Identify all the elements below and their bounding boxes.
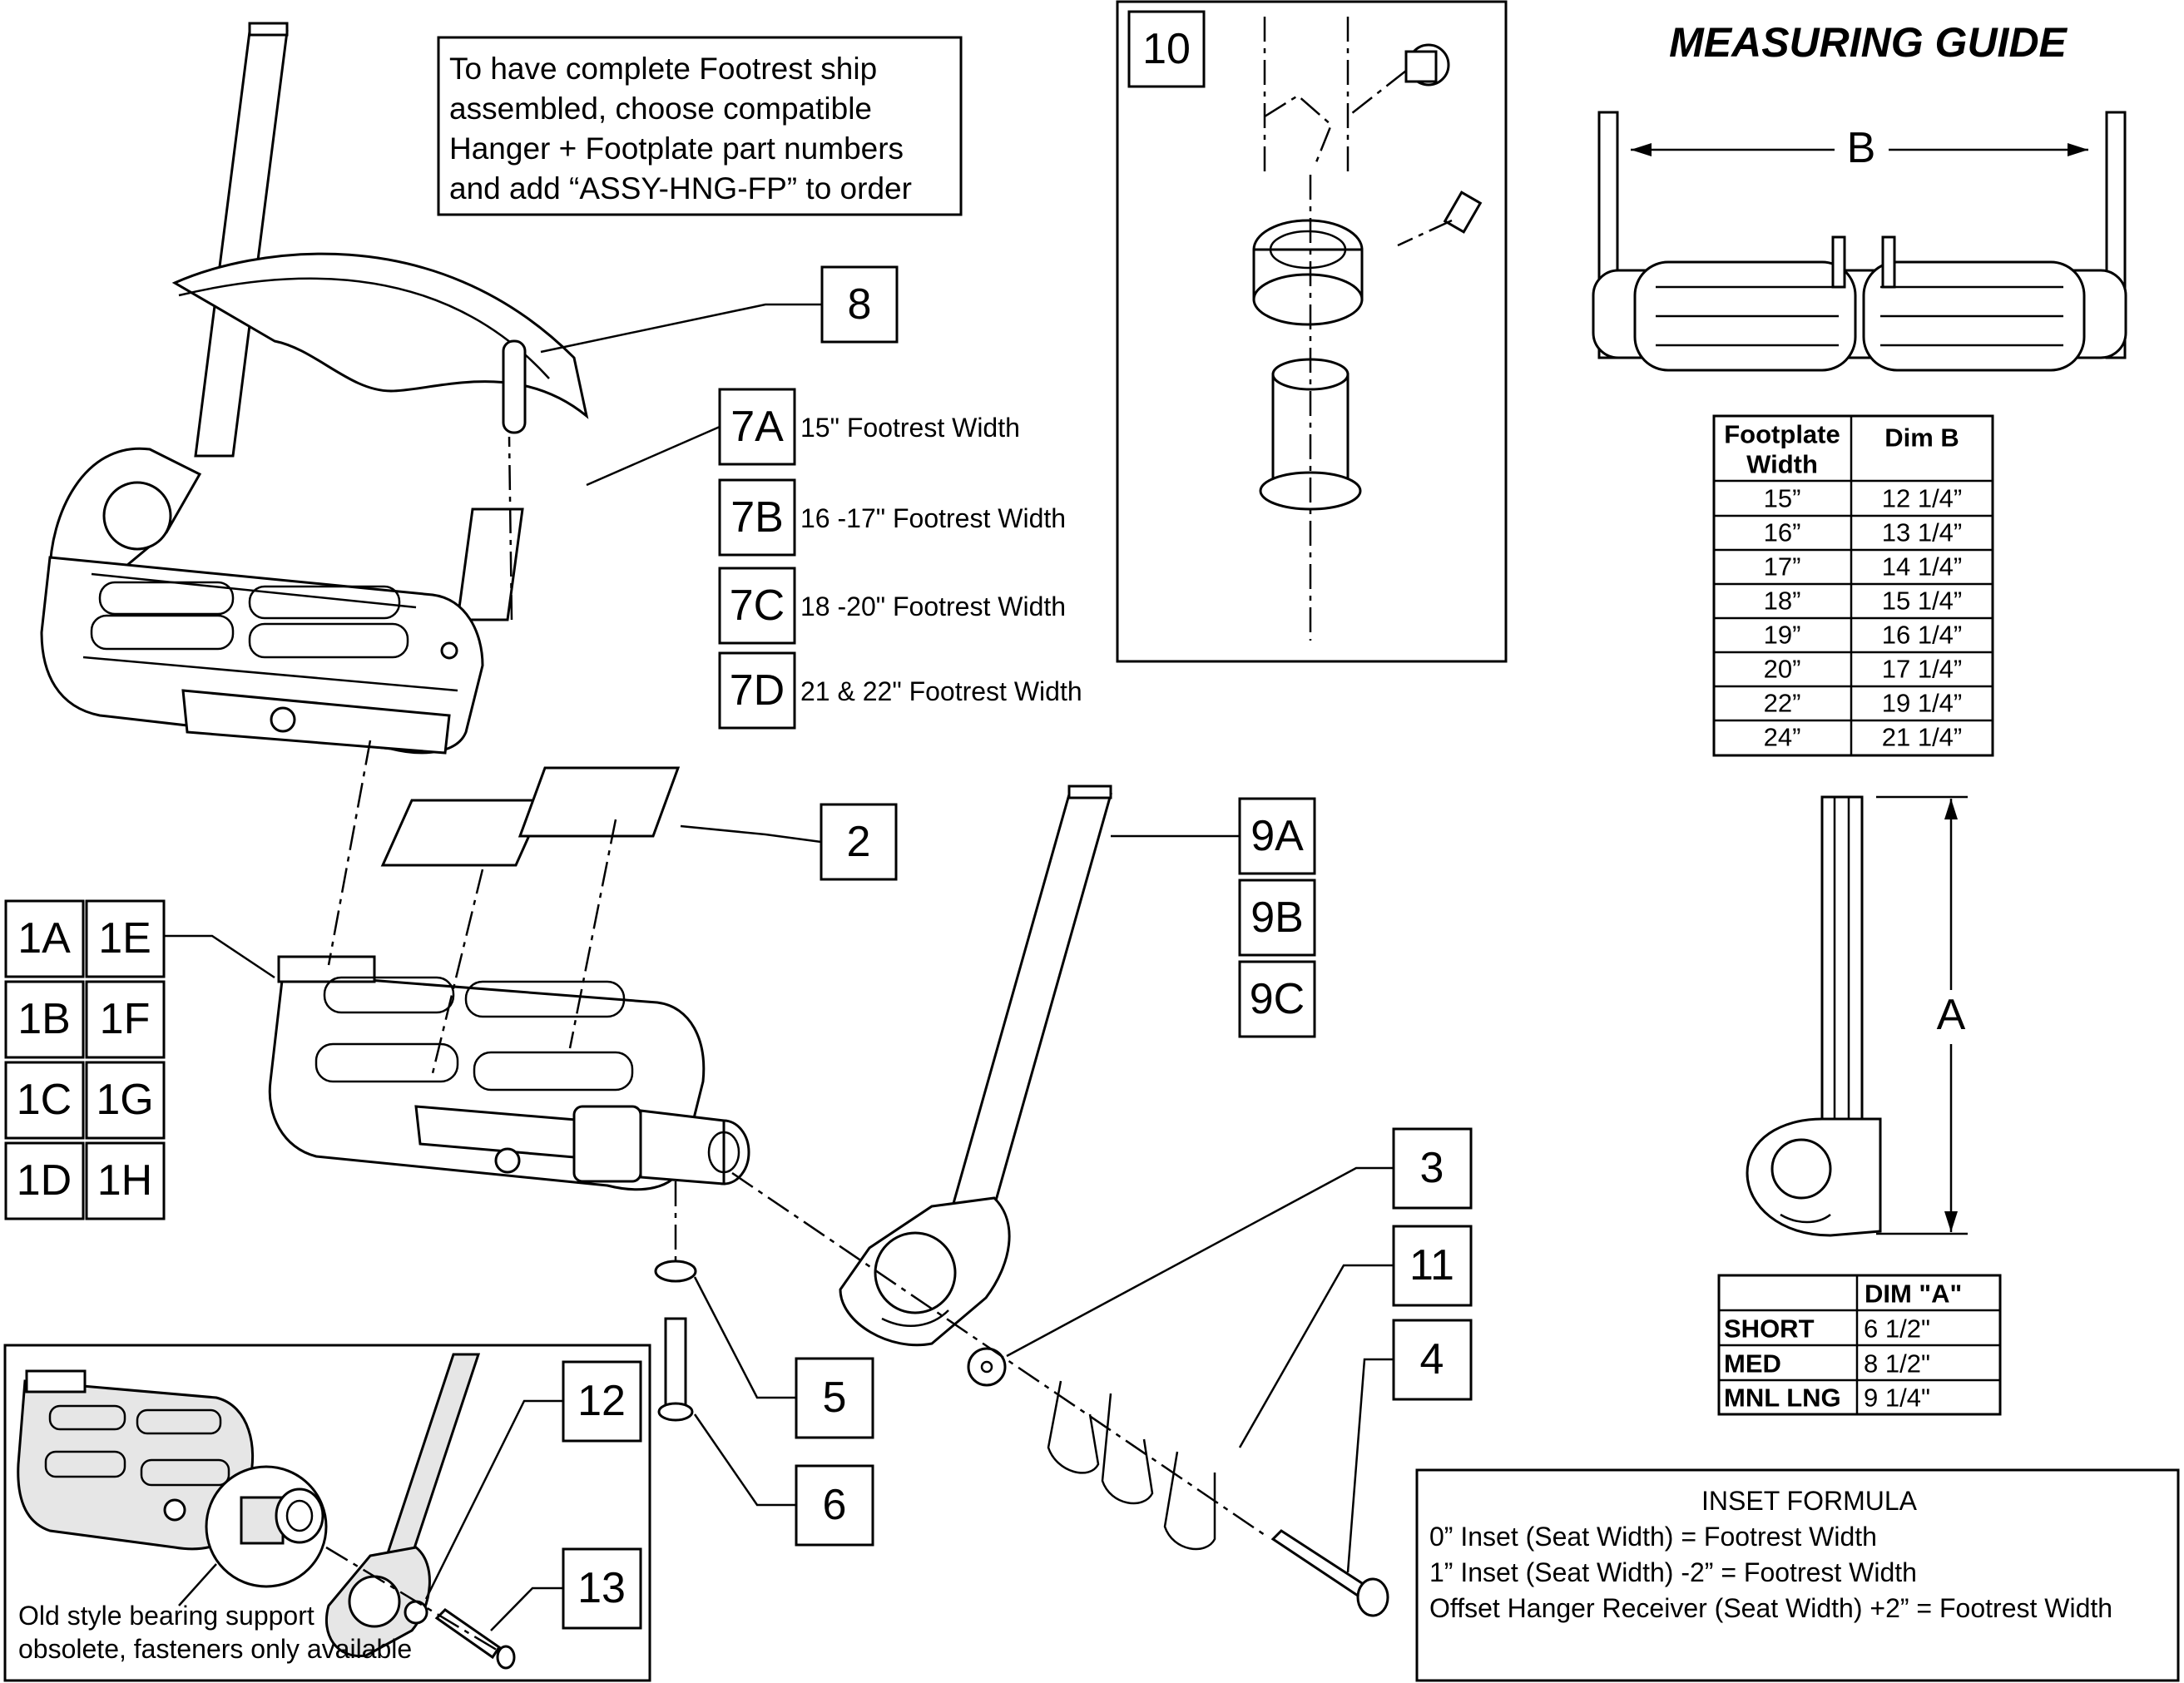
old-style-note-line-1: Old style bearing support: [18, 1601, 314, 1631]
callout-9c: 9C: [1250, 975, 1305, 1023]
callout-1f: 1F: [100, 995, 151, 1043]
dim-b-header-footplate-line-2: Width: [1746, 450, 1818, 479]
dim-b-row-6-width: 20”: [1764, 655, 1801, 684]
callout-1d: 1D: [17, 1156, 72, 1205]
inset-formula-title: INSET FORMULA: [1701, 1486, 1918, 1516]
inset-formula-box: INSET FORMULA 0” Inset (Seat Width) = Fo…: [1415, 1468, 2180, 1682]
callout-1b: 1B: [17, 995, 71, 1043]
dim-b-header-footplate-line-1: Footplate: [1724, 420, 1840, 449]
callout-1h: 1H: [97, 1156, 152, 1205]
callout-8: 8: [848, 280, 872, 329]
inset-formula-line-1: 0” Inset (Seat Width) = Footrest Width: [1429, 1522, 1877, 1552]
callout-4: 4: [1420, 1335, 1444, 1384]
assembly-note: To have complete Footrest ship assembled…: [437, 36, 963, 216]
callout-10: 10: [1142, 25, 1191, 73]
callout-12: 12: [577, 1377, 626, 1425]
dim-b-row-2-value: 13 1/4”: [1882, 518, 1963, 547]
dim-b-row-7-value: 19 1/4”: [1882, 689, 1963, 718]
callout-1g: 1G: [96, 1076, 153, 1124]
old-style-bearing-box: 12 13 Old style bearing support obsolete…: [3, 1344, 651, 1682]
measuring-guide: MEASURING GUIDE B: [1592, 19, 2127, 1416]
dim-b-row-8-value: 21 1/4”: [1882, 723, 1963, 752]
dim-b-label: B: [1847, 124, 1876, 172]
assembly-axis-lines: [327, 436, 1265, 1537]
callout-1a: 1A: [17, 914, 71, 963]
dim-a-row-3-name: MNL LNG: [1724, 1384, 1841, 1413]
dim-b-row-3-value: 14 1/4”: [1882, 552, 1963, 582]
callout-1e: 1E: [98, 914, 151, 963]
dim-b-row-5-value: 16 1/4”: [1882, 621, 1963, 650]
strap-width-7b: 16 -17" Footrest Width: [800, 503, 1066, 533]
dim-b-row-4-width: 18”: [1764, 587, 1801, 616]
dim-b-row-1-value: 12 1/4”: [1882, 484, 1963, 513]
dim-b-row-8-width: 24”: [1764, 723, 1801, 752]
dim-b-row-7-width: 22”: [1764, 689, 1801, 718]
dim-a-row-1-value: 6 1/2": [1864, 1314, 1930, 1344]
callout-7d: 7D: [730, 666, 785, 715]
assembly-note-line-1: To have complete Footrest ship: [449, 52, 877, 86]
callout-7c: 7C: [730, 582, 785, 630]
old-style-note-line-2: obsolete, fasteners only available: [18, 1634, 412, 1664]
callout-13: 13: [577, 1564, 626, 1612]
sticker-parts: [380, 766, 681, 867]
lower-footplate: [268, 955, 750, 1191]
assembly-note-line-4: and add “ASSY-HNG-FP” to order: [449, 171, 912, 205]
dim-b-row-4-value: 15 1/4”: [1882, 587, 1963, 616]
dim-b-row-2-width: 16”: [1764, 518, 1801, 547]
dim-a-row-2-name: MED: [1724, 1349, 1781, 1379]
callout-9b: 9B: [1250, 893, 1304, 942]
dim-b-row-6-value: 17 1/4”: [1882, 655, 1963, 684]
dim-a-row-2-value: 8 1/2": [1864, 1349, 1930, 1379]
dim-a-label: A: [1937, 991, 1966, 1039]
assembly-note-line-3: Hanger + Footplate part numbers: [449, 131, 904, 166]
callout-7b: 7B: [730, 493, 784, 542]
dim-b-row-5-width: 19”: [1764, 621, 1801, 650]
dim-b-row-1-width: 15”: [1764, 484, 1801, 513]
dim-a-header: DIM "A": [1865, 1280, 1962, 1309]
inset-formula-line-3: Offset Hanger Receiver (Seat Width) +2” …: [1429, 1593, 2112, 1623]
dim-b-header-dim: Dim B: [1884, 423, 1959, 453]
assembly-note-line-2: assembled, choose compatible: [449, 92, 872, 126]
callout-11: 11: [1409, 1241, 1454, 1289]
callout-6: 6: [823, 1481, 847, 1529]
dim-a-row-3-value: 9 1/4": [1864, 1384, 1930, 1413]
callout-5: 5: [823, 1374, 847, 1422]
dim-b-row-3-width: 17”: [1764, 552, 1801, 582]
callout-9a: 9A: [1250, 812, 1304, 860]
fastener-parts: [654, 1260, 1389, 1617]
strap-width-7a: 15" Footrest Width: [800, 413, 1020, 443]
callout-7a: 7A: [730, 403, 784, 451]
inset-formula-line-2: 1” Inset (Seat Width) -2” = Footrest Wid…: [1429, 1557, 1917, 1587]
strap-width-7c: 18 -20" Footrest Width: [800, 592, 1066, 621]
callout-3: 3: [1420, 1144, 1444, 1192]
upper-hanger-assembly: [40, 22, 589, 755]
callout-1c: 1C: [17, 1076, 72, 1124]
dim-b-table: Footplate Width Dim B 15” 12 1/4” 16” 13…: [1712, 414, 1994, 757]
dim-a-table: DIM "A" SHORT 6 1/2" MED 8 1/2" MNL LNG …: [1717, 1274, 2002, 1416]
detail-box-10: 10: [1116, 0, 1508, 663]
measuring-guide-title: MEASURING GUIDE: [1669, 19, 2068, 66]
strap-width-7d: 21 & 22" Footrest Width: [800, 676, 1082, 706]
hanger-9a: [839, 785, 1112, 1347]
callout-2: 2: [847, 818, 871, 866]
dim-a-row-1-name: SHORT: [1724, 1314, 1815, 1344]
callouts: 1A 1E 1B 1F 1C 1G 1D 1H 2 7A 15" Footres…: [4, 265, 1473, 1573]
